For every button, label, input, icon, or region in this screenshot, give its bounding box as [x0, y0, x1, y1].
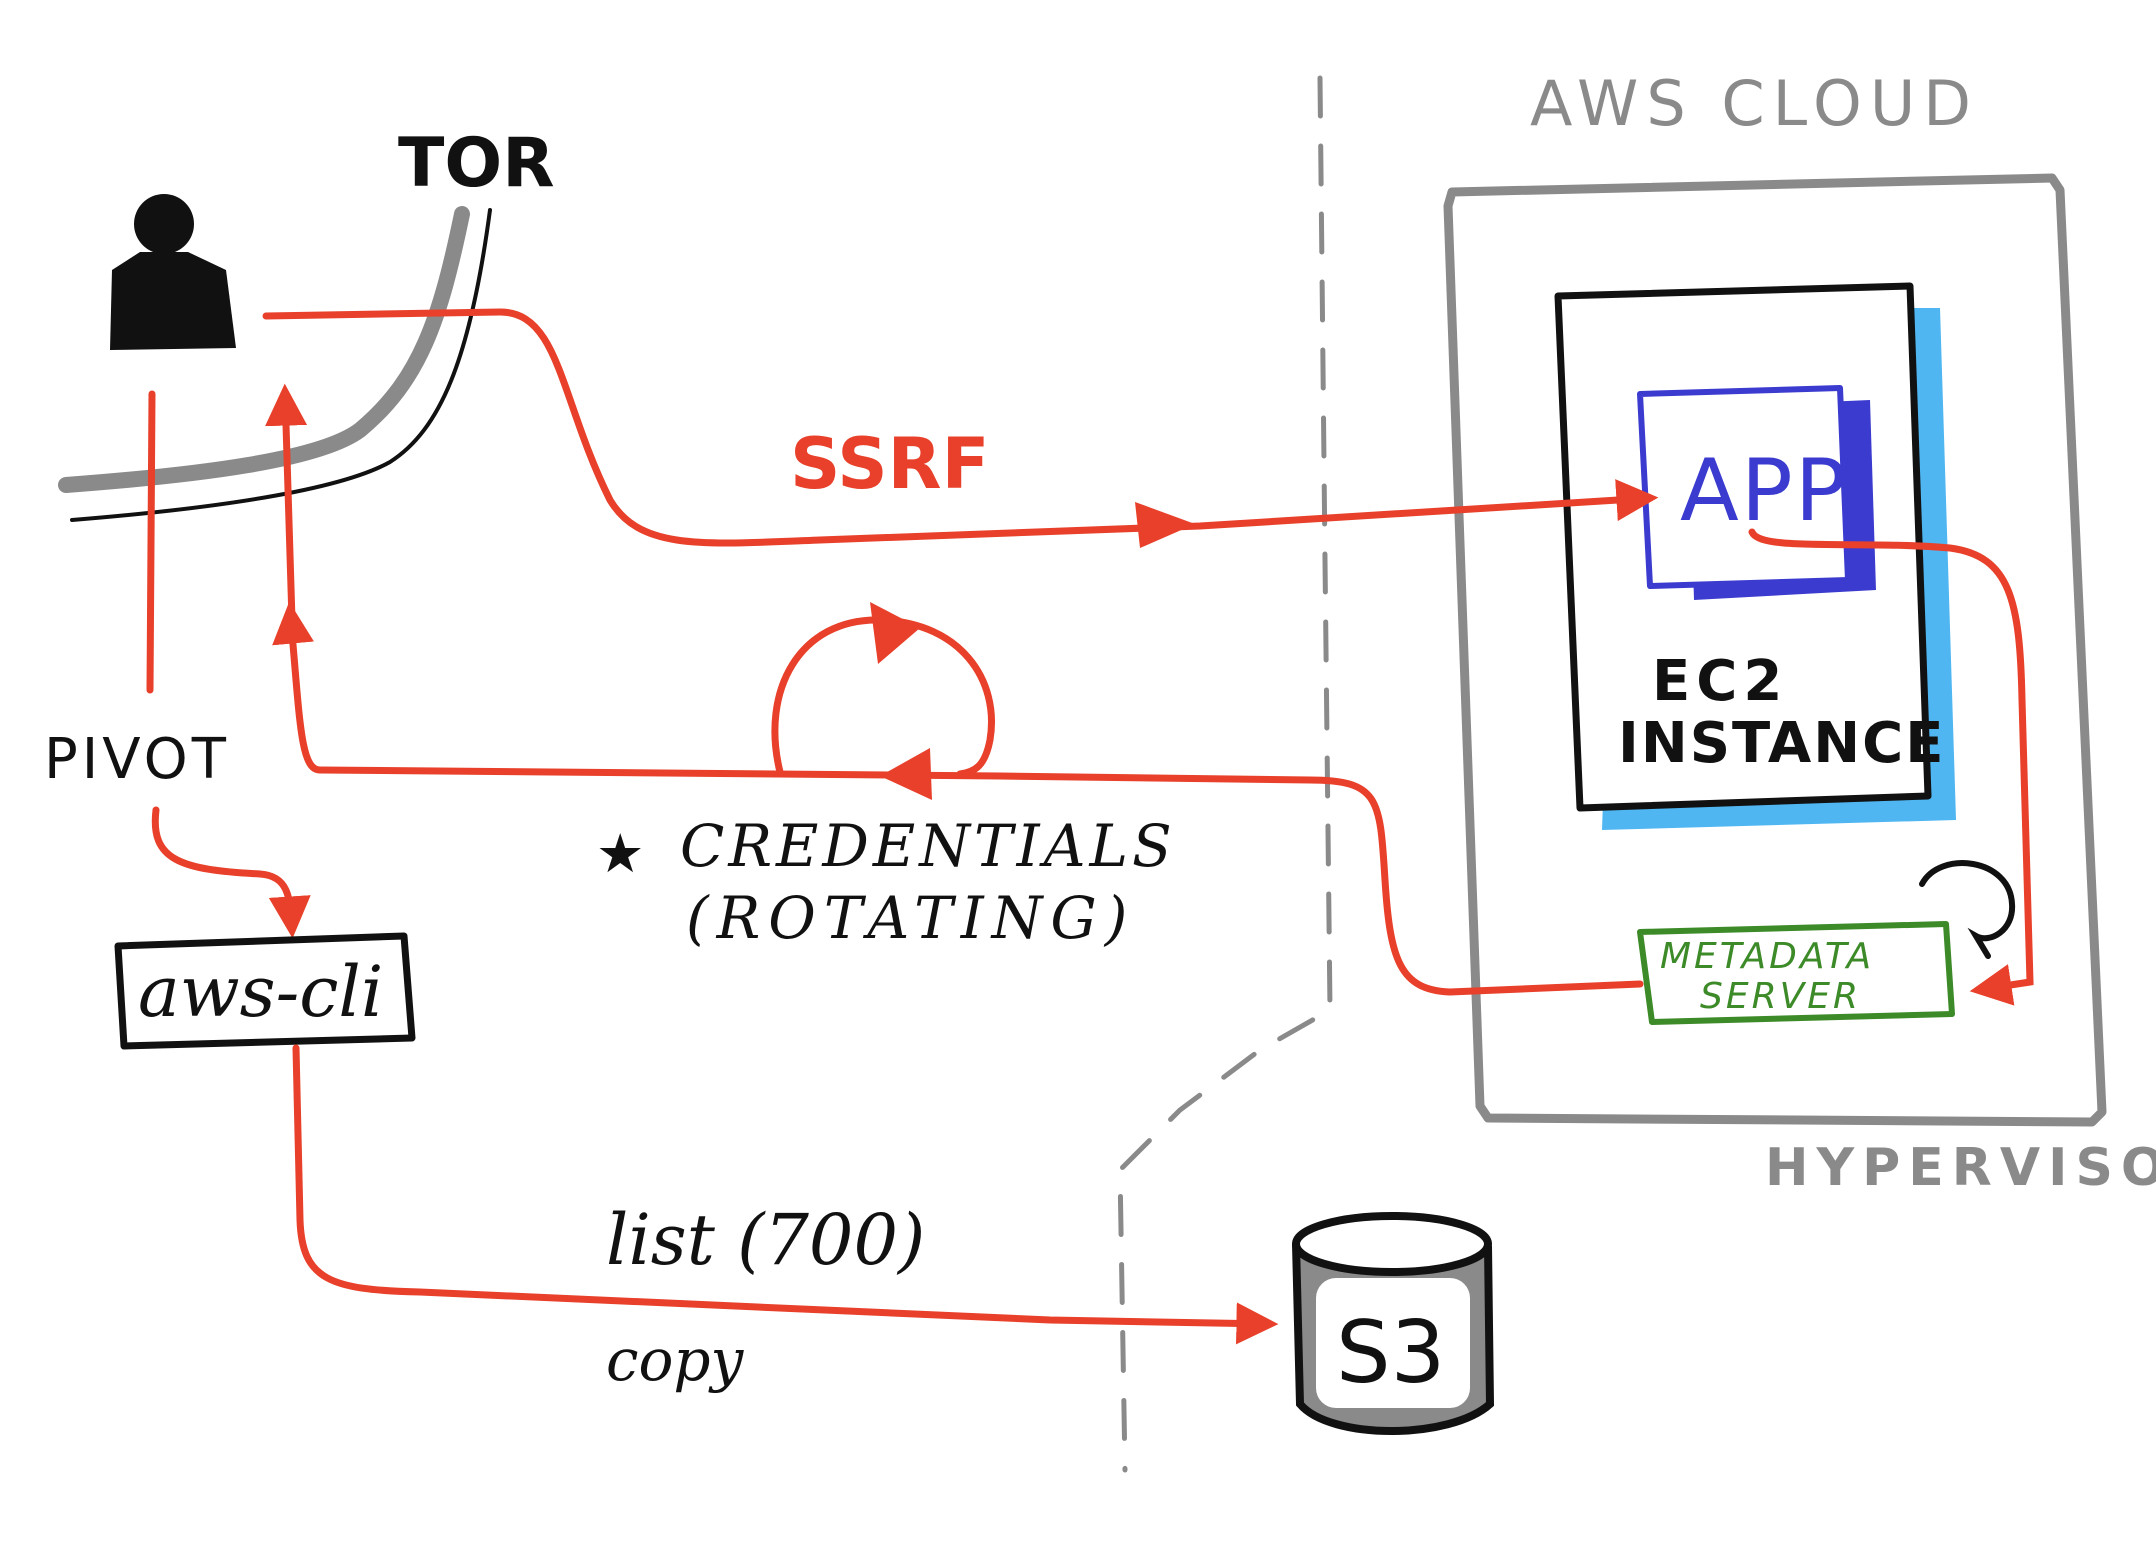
- pivot-flow-line-top: [146, 390, 156, 694]
- rotation-loop-arrowhead-icon: [870, 602, 920, 664]
- ssrf-flow-path: [262, 308, 1659, 547]
- s3-label: S3: [1336, 1303, 1445, 1403]
- list-label: list (700): [606, 1199, 925, 1281]
- app-box: [1637, 385, 1851, 589]
- cli-to-s3-flow-path: [292, 1044, 1279, 1345]
- aws-cloud-label: AWS CLOUD: [1530, 67, 1979, 140]
- ec2-label-line2: INSTANCE: [1618, 711, 1945, 776]
- hypervisor-box: [1443, 173, 2107, 1127]
- person-silhouette-icon: [110, 194, 236, 350]
- credentials-star-icon: ★: [596, 822, 644, 885]
- tor-label: TOR: [398, 124, 555, 203]
- ssrf-midpoint-arrowhead-icon: [1135, 502, 1195, 548]
- credentials-midpoint-arrowhead-icon: [880, 748, 932, 800]
- credentials-upward-flow-path: [265, 383, 308, 624]
- credentials-rotation-loop: [771, 616, 995, 778]
- metadata-server-label-line2: SERVER: [1700, 976, 1861, 1017]
- cloud-boundary-dashed-line: [1117, 75, 1333, 1473]
- credentials-label-line2: (ROTATING): [686, 884, 1135, 952]
- credentials-return-flow-path: [272, 601, 1644, 996]
- pivot-to-cli-flow-path: [151, 806, 311, 939]
- app-label: APP: [1680, 441, 1849, 541]
- copy-label: copy: [606, 1326, 745, 1394]
- metadata-server-label-line1: METADATA: [1660, 936, 1874, 977]
- metadata-self-loop: [1919, 860, 2016, 959]
- app-to-metadata-flow-path: [1748, 528, 2034, 1006]
- tor-network-curve-inner: [70, 208, 492, 522]
- metadata-server-box: [1637, 921, 1955, 1025]
- pivot-label: PIVOT: [44, 727, 230, 792]
- hypervisor-label: HYPERVISOR: [1765, 1138, 2156, 1198]
- ec2-label-line1: EC2: [1652, 649, 1788, 714]
- credentials-label-line1: CREDENTIALS: [680, 812, 1176, 880]
- aws-cli-box: [114, 932, 416, 1050]
- ssrf-label: SSRF: [790, 423, 989, 505]
- aws-cli-label: aws-cli: [138, 951, 383, 1033]
- tor-network-curve-outer: [58, 206, 470, 493]
- s3-bucket-icon: S3: [1292, 1212, 1495, 1435]
